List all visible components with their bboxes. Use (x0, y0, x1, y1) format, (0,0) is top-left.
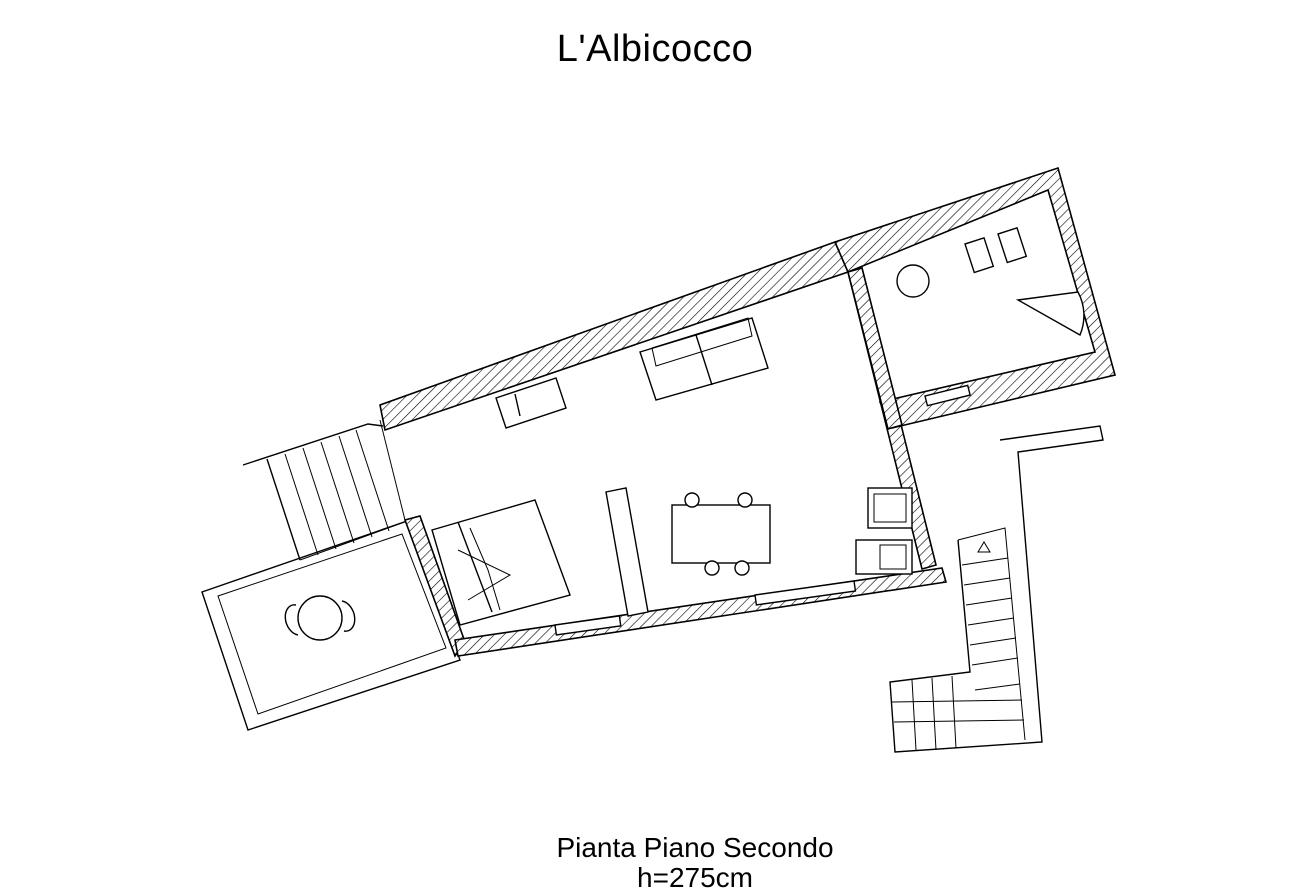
sofa (639, 317, 769, 401)
exterior-stairs (889, 425, 1104, 753)
bidet (964, 236, 995, 274)
sink (896, 264, 930, 298)
floor-plan-drawing (201, 166, 1116, 753)
bathroom (833, 166, 1116, 430)
shower (1015, 291, 1085, 336)
round-table (297, 595, 343, 641)
bed (431, 499, 571, 626)
entrance-stairs (242, 423, 411, 561)
plan-title: L'Albicocco (556, 28, 754, 70)
ceiling-height-note: h=275cm (637, 862, 753, 893)
plan-subtitle: Pianta Piano Secondo (556, 832, 834, 863)
toilet (997, 226, 1028, 264)
kitchen (855, 487, 913, 575)
partition (605, 487, 649, 617)
dining-table (671, 492, 771, 576)
tv-unit (495, 377, 567, 429)
balcony (201, 519, 461, 731)
